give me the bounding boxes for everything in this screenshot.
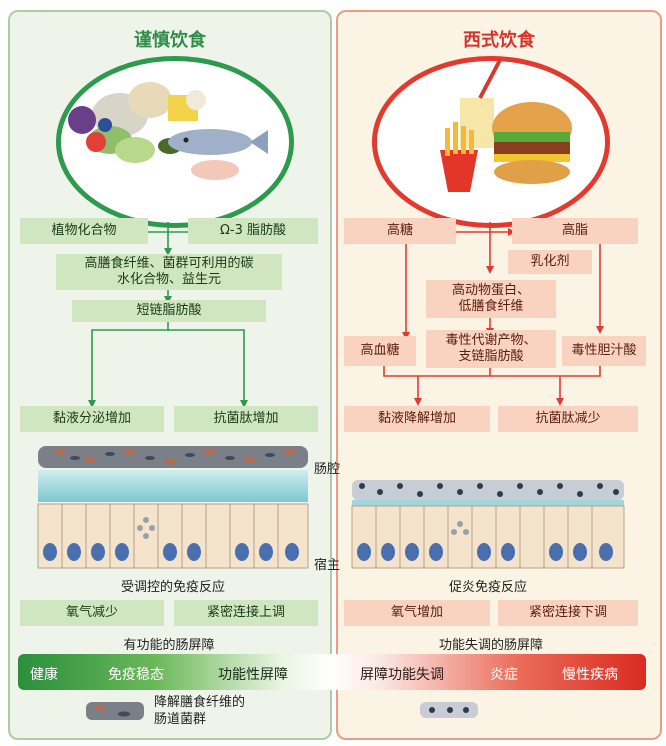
- phytochemicals-box: 植物化合物: [20, 218, 148, 244]
- scfa-box: 短链脂肪酸: [72, 300, 266, 322]
- amp-decrease-box: 抗菌肽减少: [498, 406, 638, 432]
- fiber-box: 高膳食纤维、菌群可利用的碳 水化合物、益生元: [56, 254, 282, 290]
- bar-immune-stable: 免疫稳态: [108, 667, 164, 683]
- host-label: 宿主: [314, 558, 341, 573]
- legend-bacteria-icon-right: [420, 702, 478, 718]
- legend-bacteria-icon: [86, 702, 144, 720]
- animal-protein-box: 高动物蛋白、 低膳食纤维: [426, 280, 556, 318]
- bar-health: 健康: [30, 667, 58, 683]
- protein-line-2: 低膳食纤维: [458, 299, 524, 314]
- high-fat-box: 高脂: [512, 218, 638, 244]
- bar-functional-barrier: 功能性屏障: [218, 667, 288, 683]
- lumen-label: 肠腔: [314, 462, 341, 477]
- bar-chronic-disease: 慢性疾病: [562, 667, 618, 683]
- toxic-line-1: 毒性代谢产物、: [445, 333, 537, 348]
- tight-junction-down-box: 紧密连接下调: [498, 600, 638, 626]
- bar-barrier-dysfunction: 屏障功能失调: [360, 667, 444, 683]
- prudent-diet-title: 谨慎饮食: [134, 30, 206, 51]
- vegetables-fish-icon: [68, 82, 268, 180]
- left-mucus-layer: [38, 470, 308, 502]
- oxygen-increase-box: 氧气增加: [344, 600, 490, 626]
- tight-junction-up-box: 紧密连接上调: [174, 600, 318, 626]
- legend-line-1: 降解膳食纤维的: [154, 695, 246, 710]
- toxic-bile-box: 毒性胆汁酸: [562, 336, 646, 366]
- dysfunctional-barrier-label: 功能失调的肠屏障: [438, 638, 543, 653]
- hyperglycemia-box: 高血糖: [344, 336, 416, 366]
- emulsifier-box: 乳化剂: [508, 250, 592, 274]
- mucus-secretion-box: 黏液分泌增加: [20, 406, 164, 432]
- proinflammatory-immune-label: 促炎免疫反应: [448, 580, 527, 595]
- oxygen-decrease-box: 氧气减少: [20, 600, 164, 626]
- fiber-line-1: 高膳食纤维、菌群可利用的碳: [84, 256, 254, 271]
- left-bacteria-layer: [38, 446, 308, 468]
- legend-label: 降解膳食纤维的 肠道菌群: [154, 694, 245, 728]
- legend-line-2: 肠道菌群: [154, 712, 207, 727]
- functional-barrier-label: 有功能的肠屏障: [123, 638, 215, 653]
- fiber-line-2: 水化合物、益生元: [116, 272, 221, 287]
- right-bacteria-layer: [352, 480, 624, 500]
- regulated-immune-label: 受调控的免疫反应: [120, 580, 225, 595]
- high-sugar-box: 高糖: [344, 218, 456, 244]
- mucus-degradation-box: 黏液降解增加: [344, 406, 490, 432]
- protein-line-1: 高动物蛋白、: [451, 283, 530, 298]
- western-diet-title: 西式饮食: [463, 30, 535, 51]
- omega3-box: Ω-3 脂肪酸: [188, 218, 318, 244]
- health-spectrum-bar: [18, 654, 646, 690]
- bar-inflammation: 炎症: [490, 667, 518, 683]
- toxic-metabolites-box: 毒性代谢产物、 支链脂肪酸: [426, 330, 556, 368]
- right-mucus-layer: [352, 500, 624, 506]
- burger-fries-drink-icon: [440, 59, 572, 192]
- toxic-line-2: 支链脂肪酸: [458, 349, 524, 364]
- amp-increase-box: 抗菌肽增加: [174, 406, 318, 432]
